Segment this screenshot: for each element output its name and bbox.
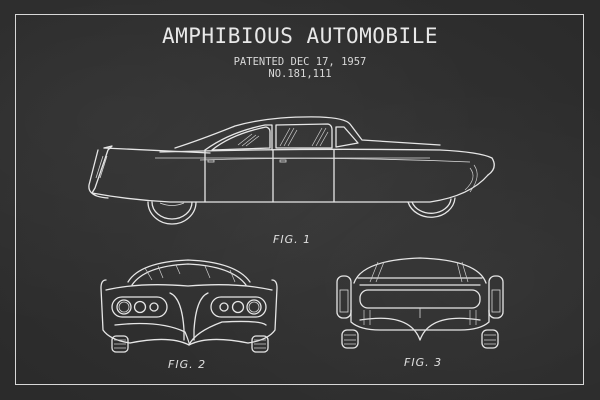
fig-1-label: FIG. 1 (273, 233, 312, 246)
blueprint-frame (15, 14, 584, 385)
side-view-drawing (88, 116, 495, 225)
front-view-drawing (100, 259, 278, 353)
patent-number: NO.181,111 (268, 68, 332, 80)
patent-date: PATENTED DEC 17, 1957 (233, 56, 367, 68)
fig-2-label: FIG. 2 (168, 358, 207, 371)
rear-view-drawing (336, 257, 504, 349)
patent-title: AMPHIBIOUS AUTOMOBILE (161, 24, 438, 48)
fig-3-label: FIG. 3 (404, 356, 443, 369)
